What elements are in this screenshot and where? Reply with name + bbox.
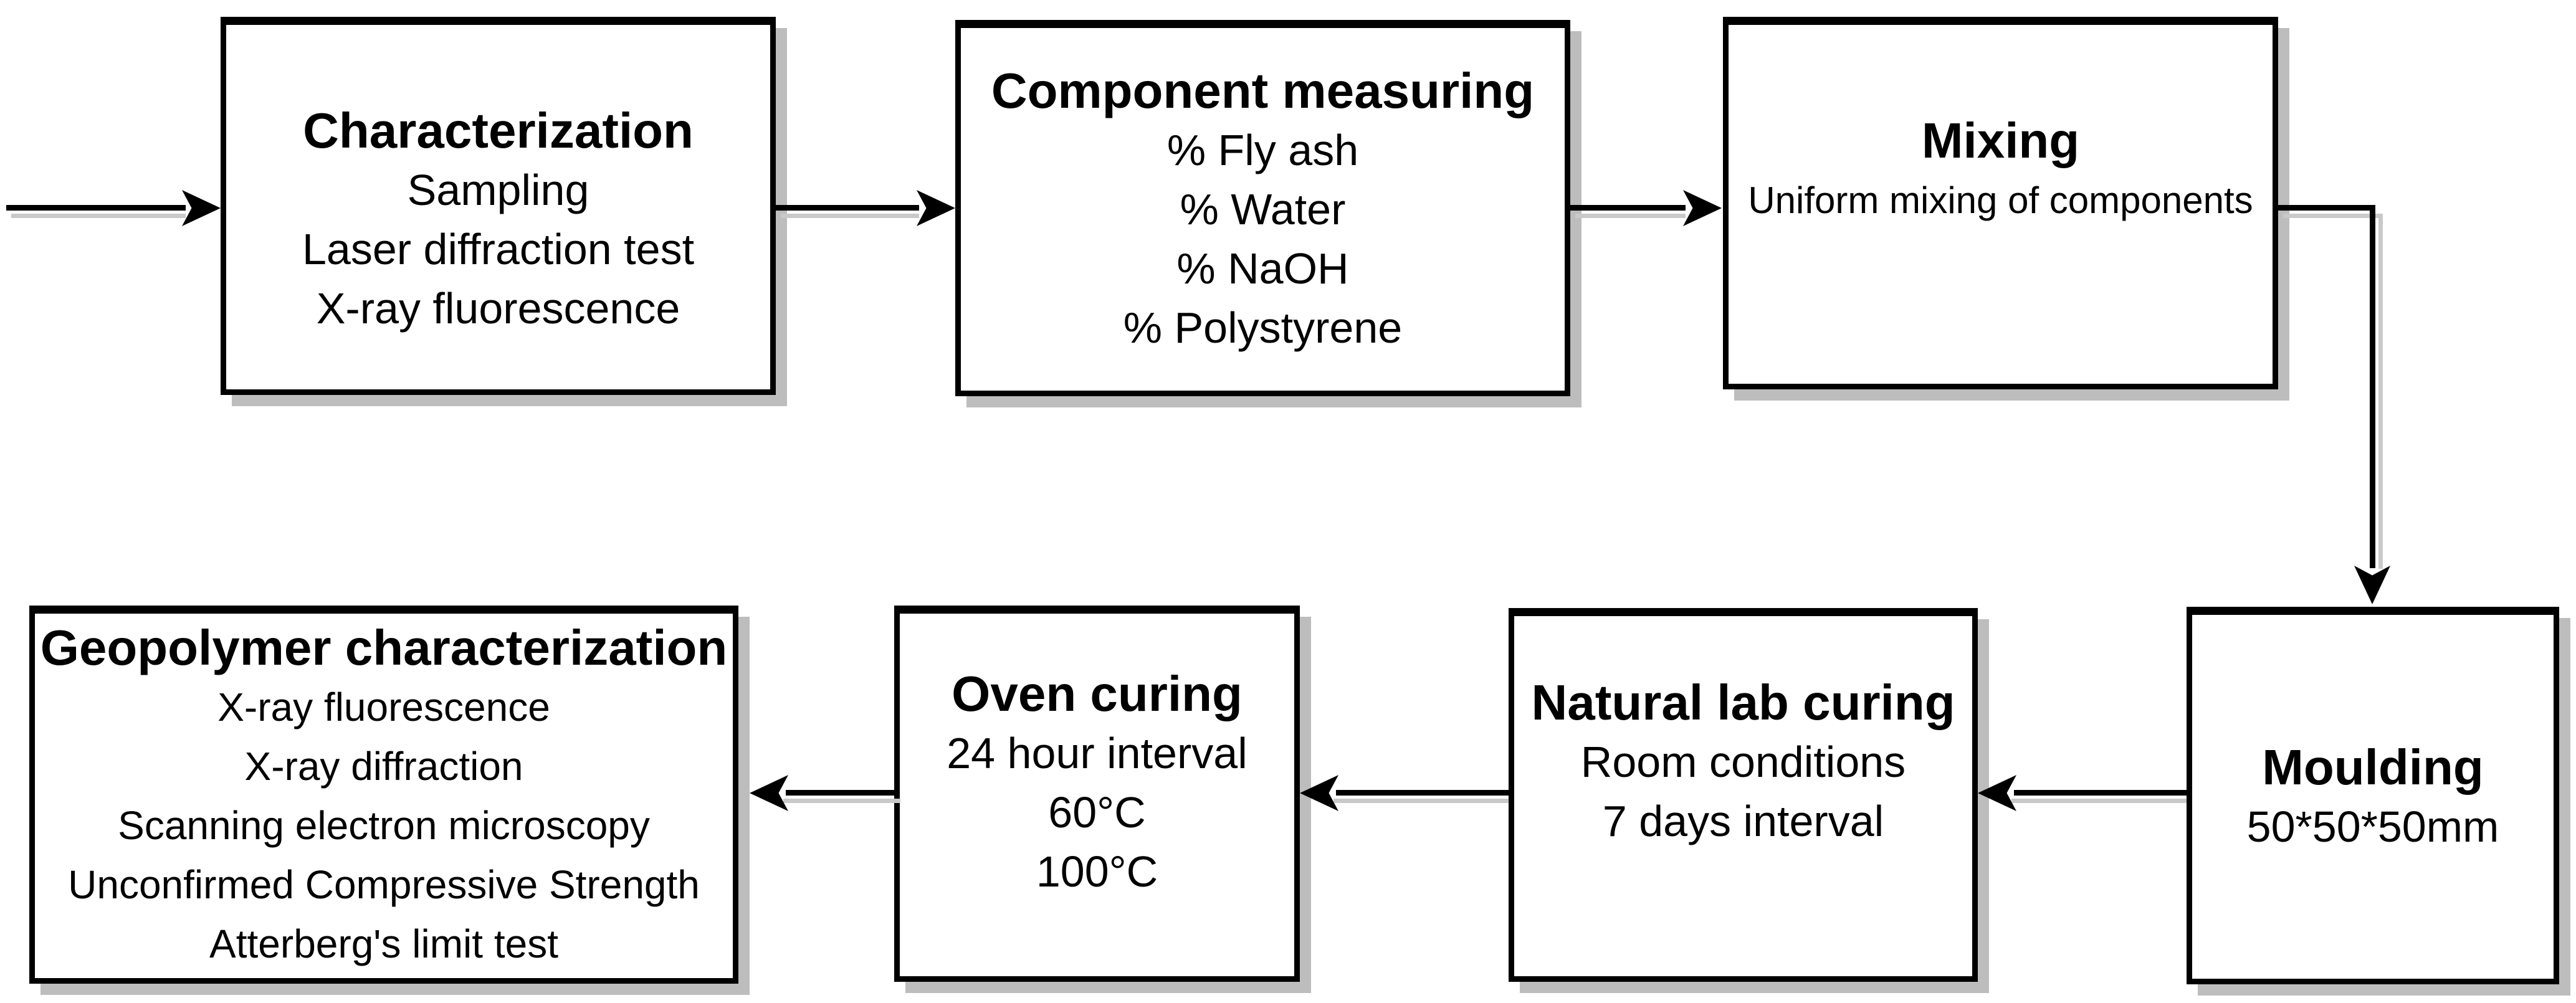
- arrow-line: [776, 205, 919, 211]
- node-natural-lab-curing: Natural lab curing Room conditions 7 day…: [1509, 608, 1978, 982]
- arrow-line: [6, 205, 186, 211]
- node-line: % NaOH: [1176, 244, 1349, 293]
- arrow-shadow: [2011, 799, 2187, 803]
- node-line: % Water: [1180, 185, 1346, 234]
- arrow-line: [1570, 205, 1686, 211]
- arrow-line: [2278, 205, 2375, 211]
- node-line: 100°C: [1036, 847, 1158, 896]
- node-line: % Polystyrene: [1123, 303, 1403, 352]
- arrow-shadow: [1333, 799, 1509, 803]
- node-line: X-ray fluorescence: [217, 685, 550, 730]
- arrowhead-right-icon: [182, 190, 221, 226]
- arrow-shadow: [783, 799, 900, 803]
- node-line: 7 days interval: [1602, 797, 1884, 845]
- node-title: Characterization: [303, 103, 694, 158]
- node-title: Natural lab curing: [1531, 675, 1955, 730]
- node-line: Uniform mixing of components: [1748, 179, 2253, 221]
- node-line: 60°C: [1048, 787, 1146, 837]
- node-line: Scanning electron microscopy: [118, 803, 650, 848]
- node-line: Sampling: [407, 166, 589, 214]
- arrow-shadow: [2378, 214, 2383, 569]
- node-geopolymer-characterization: Geopolymer characterization X-ray fluore…: [29, 606, 738, 984]
- node-title: Oven curing: [952, 665, 1243, 721]
- node-line: 24 hour interval: [947, 728, 1247, 777]
- node-mixing: Mixing Uniform mixing of components: [1723, 17, 2278, 389]
- node-line: X-ray fluorescence: [316, 284, 680, 333]
- node-characterization: Characterization Sampling Laser diffract…: [221, 17, 776, 395]
- node-line: Atterberg's limit test: [209, 921, 558, 966]
- arrow-line: [2370, 205, 2375, 568]
- arrowhead-down-icon: [2354, 566, 2390, 604]
- arrowhead-right-icon: [917, 190, 955, 226]
- arrow-shadow: [781, 214, 919, 218]
- arrow-shadow: [11, 214, 186, 218]
- node-moulding: Moulding 50*50*50mm: [2187, 607, 2559, 984]
- node-line: % Fly ash: [1166, 126, 1359, 174]
- node-title: Moulding: [2262, 739, 2484, 795]
- arrowhead-left-icon: [750, 775, 788, 811]
- node-title: Geopolymer characterization: [40, 620, 728, 675]
- node-line: Unconfirmed Compressive Strength: [68, 862, 700, 907]
- node-title: Component measuring: [991, 63, 1535, 118]
- arrow-line: [1336, 790, 1509, 796]
- node-line: X-ray diffraction: [244, 744, 523, 789]
- node-line: Laser diffraction test: [302, 225, 695, 273]
- arrowhead-left-icon: [1300, 775, 1338, 811]
- node-title: Mixing: [1921, 112, 2080, 168]
- node-oven-curing: Oven curing 24 hour interval 60°C 100°C: [894, 606, 1300, 982]
- node-line: 50*50*50mm: [2246, 802, 2499, 851]
- node-component-measuring: Component measuring % Fly ash % Water % …: [955, 20, 1570, 396]
- arrowhead-right-icon: [1683, 190, 1722, 226]
- arrowhead-left-icon: [1978, 775, 2016, 811]
- arrow-line: [786, 790, 894, 796]
- arrow-shadow: [2283, 214, 2383, 218]
- arrow-shadow: [1575, 214, 1686, 218]
- arrow-line: [2014, 790, 2187, 796]
- node-line: Room conditions: [1580, 738, 1906, 786]
